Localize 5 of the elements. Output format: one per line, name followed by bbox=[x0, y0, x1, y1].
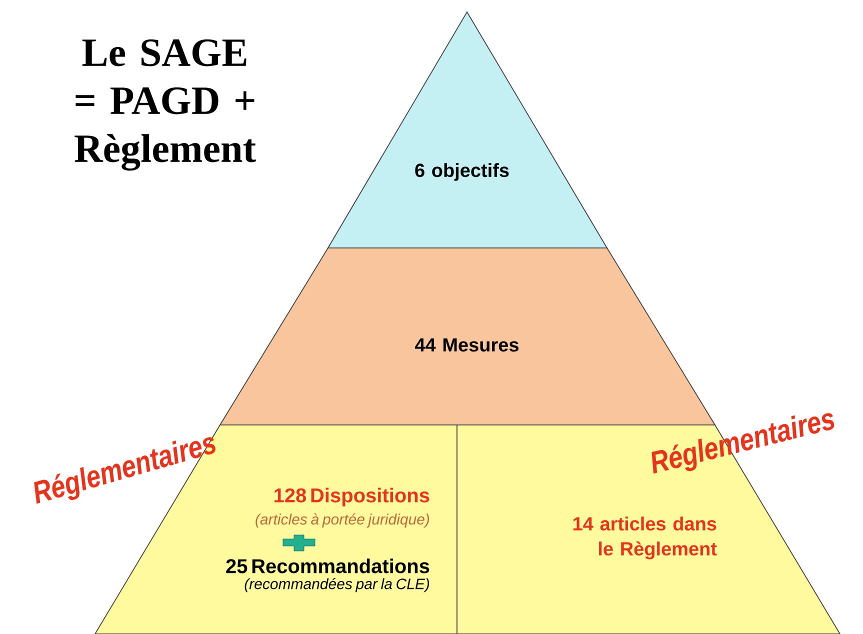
node-label: 128 Dispositions bbox=[274, 488, 430, 506]
node-label: (articles à portée juridique) bbox=[256, 513, 430, 528]
title: Le SAGE = PAGD + Règlement bbox=[74, 39, 256, 171]
node-label: 25 Recommandations bbox=[226, 558, 430, 574]
node-label: (recommandées par la CLE) bbox=[244, 578, 430, 592]
